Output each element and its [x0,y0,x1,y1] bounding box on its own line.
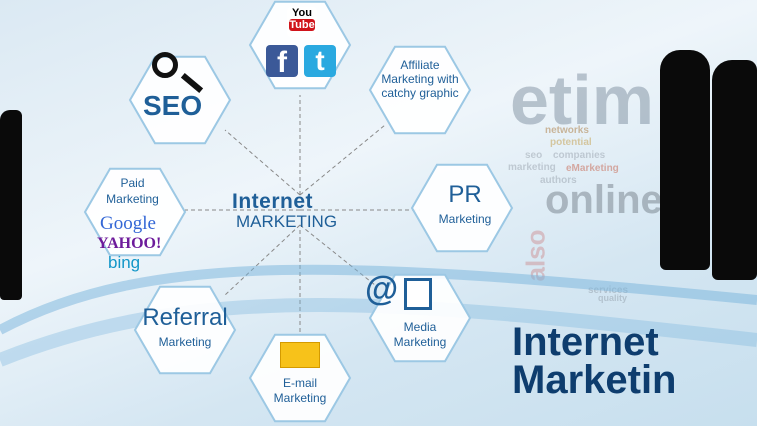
cloud-word: quality [598,293,628,303]
center-title: Internet [232,190,314,213]
center-subtitle: MARKETING [236,212,338,231]
envelope-icon [280,342,320,368]
google-logo: Google [100,213,156,234]
pr-title: PR [448,181,482,208]
media-subtitle: Marketing [393,335,447,349]
paid-title: Paid [120,176,145,190]
pr-subtitle: Marketing [438,212,492,226]
person-silhouette-left [0,110,22,300]
email-subtitle: Marketing [273,391,327,405]
hexagon-paid [83,167,187,257]
person-silhouette-woman [660,50,710,270]
email-title: E-mail [282,376,317,390]
banner-line1: Internet [512,320,659,364]
twitter-icon: t [304,45,336,77]
referral-title: Referral [142,304,228,331]
cloud-word: etim [510,61,654,139]
hexagon-referral [133,285,237,375]
document-icon [404,278,432,310]
cloud-word: online [545,178,663,222]
bing-logo: bing [108,253,141,272]
hexagon-email [248,333,352,423]
banner-line2: Marketin [512,358,677,402]
cloud-word: seo [525,150,543,161]
hexagon-seo [128,55,232,145]
magnifier-icon [152,52,178,78]
cloud-word: potential [550,137,592,148]
hexagon-pr [410,163,514,253]
paid-subtitle: Marketing [106,192,159,206]
media-title: Media [403,320,437,334]
cloud-word: eMarketing [566,163,619,174]
cloud-word: marketing [508,162,556,173]
cloud-word: networks [545,125,589,136]
cloud-word: authors [540,175,577,186]
affiliate-label: Affiliate Marketing with catchy graphic [381,58,459,100]
hexagon-affiliate [368,45,472,135]
seo-label: SEO [143,90,203,121]
cloud-word: companies [553,150,606,161]
yahoo-logo: YAHOO! [97,235,162,252]
hexagon-media [368,273,472,363]
person-silhouette-man [712,60,757,280]
referral-subtitle: Marketing [158,335,212,349]
facebook-icon: f [266,45,298,79]
at-icon: @ [365,270,399,308]
youtube-text: You [292,7,312,19]
youtube-text: Tube [289,19,315,31]
